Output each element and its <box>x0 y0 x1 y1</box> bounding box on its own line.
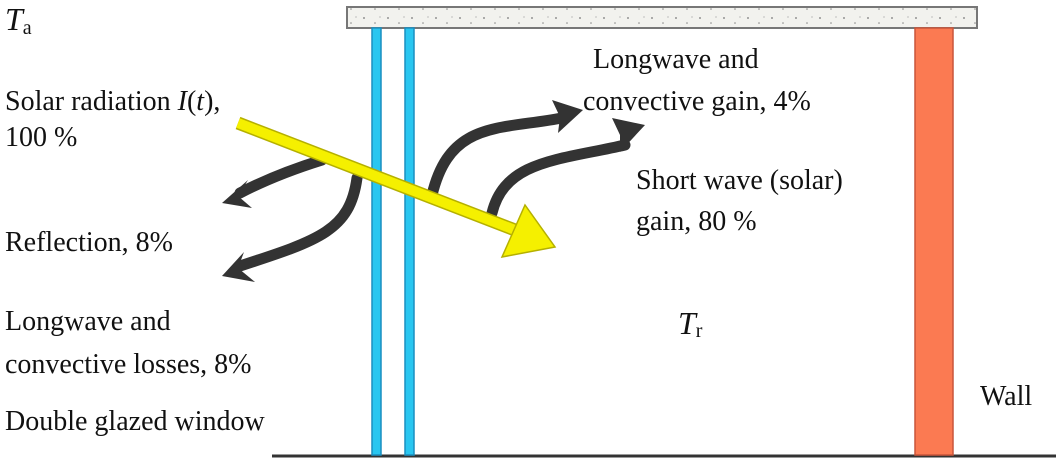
glass-pane-outer <box>371 27 382 456</box>
outdoor-temp-label: Ta <box>5 1 32 39</box>
window-label: Double glazed window <box>5 406 265 437</box>
loss-arrow-shaft <box>234 172 363 272</box>
longwave-gain-arrowhead <box>552 100 583 133</box>
longwave-gain-label-line2: convective gain, 4% <box>583 86 811 117</box>
reflection-arrow-shaft <box>234 154 328 199</box>
losses-label-line1: Longwave and <box>5 306 171 337</box>
reflection-label: Reflection, 8% <box>5 227 173 258</box>
longwave-gain-arrow-shaft <box>426 112 568 201</box>
shortwave-gain-label-line2: gain, 80 % <box>636 206 757 237</box>
solar-radiation-arrow <box>235 116 557 259</box>
reflection-arrowhead <box>222 180 252 208</box>
shortwave-gain-arrowhead <box>612 118 645 152</box>
longwave-gain-label-line1: Longwave and <box>593 44 759 75</box>
shortwave-gain-label-line1: Short wave (solar) <box>636 165 843 196</box>
wall <box>914 27 954 456</box>
ceiling-slab <box>346 6 978 29</box>
glass-pane-inner <box>404 27 415 456</box>
solar-radiation-percent: 100 % <box>5 122 77 153</box>
room-temp-label: Tr <box>678 305 703 342</box>
wall-label: Wall <box>980 381 1032 412</box>
solar-radiation-label: Solar radiation I(t), <box>5 86 220 117</box>
shortwave-gain-arrow-shaft <box>486 139 631 219</box>
loss-arrowhead <box>222 252 255 282</box>
losses-label-line2: convective losses, 8% <box>5 349 252 380</box>
